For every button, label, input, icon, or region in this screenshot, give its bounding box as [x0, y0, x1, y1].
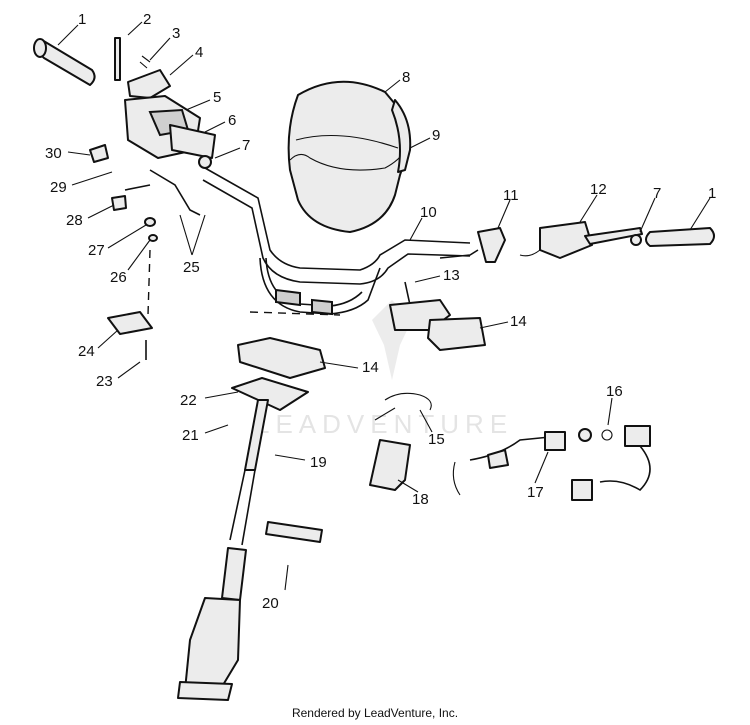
leader-lines	[57, 21, 711, 591]
windshield	[287, 80, 412, 233]
callout-16: 16	[606, 383, 623, 400]
steering-post	[177, 377, 323, 701]
callout-15: 15	[428, 431, 445, 448]
callout-7: 7	[242, 137, 250, 154]
callout-7-right: 7	[653, 185, 661, 202]
left-control-assembly	[114, 37, 216, 169]
callout-22: 22	[180, 392, 197, 409]
callout-4: 4	[195, 44, 203, 61]
callout-29: 29	[50, 179, 67, 196]
callout-17: 17	[527, 484, 544, 501]
callout-26: 26	[110, 269, 127, 286]
callout-5: 5	[213, 89, 221, 106]
callout-3: 3	[172, 25, 180, 42]
callout-2: 2	[143, 11, 151, 28]
left-grip	[33, 38, 96, 86]
callout-23: 23	[96, 373, 113, 390]
callout-14-lower: 14	[362, 359, 379, 376]
callout-1: 1	[78, 11, 86, 28]
callout-1-right: 1	[708, 185, 716, 202]
callout-labels: 1 2 3 4 5 6 7 8 9 10 11 12 7 1 13 14 14 …	[45, 11, 716, 612]
callout-8: 8	[402, 69, 410, 86]
callout-13: 13	[443, 267, 460, 284]
callout-25: 25	[183, 259, 200, 276]
upper-clamp	[389, 281, 486, 351]
callout-19: 19	[310, 454, 327, 471]
footer-credit: Rendered by LeadVenture, Inc.	[291, 706, 459, 720]
callout-21: 21	[182, 427, 199, 444]
callout-18: 18	[412, 491, 429, 508]
callout-11: 11	[503, 187, 519, 204]
callout-6: 6	[228, 112, 236, 129]
watermark: LEADVENTURE	[255, 409, 513, 439]
callout-9: 9	[432, 127, 440, 144]
callout-20: 20	[262, 595, 279, 612]
callout-28: 28	[66, 212, 83, 229]
right-control-assembly	[439, 221, 715, 263]
callout-27: 27	[88, 242, 105, 259]
callout-10: 10	[420, 204, 437, 221]
ignition-wiring	[369, 392, 651, 501]
callout-12: 12	[590, 181, 607, 198]
lower-clamp	[237, 311, 341, 379]
handlebar	[202, 167, 471, 316]
left-hardware	[89, 144, 201, 360]
callout-30: 30	[45, 145, 62, 162]
callout-24: 24	[78, 343, 95, 360]
callout-14-upper: 14	[510, 313, 527, 330]
